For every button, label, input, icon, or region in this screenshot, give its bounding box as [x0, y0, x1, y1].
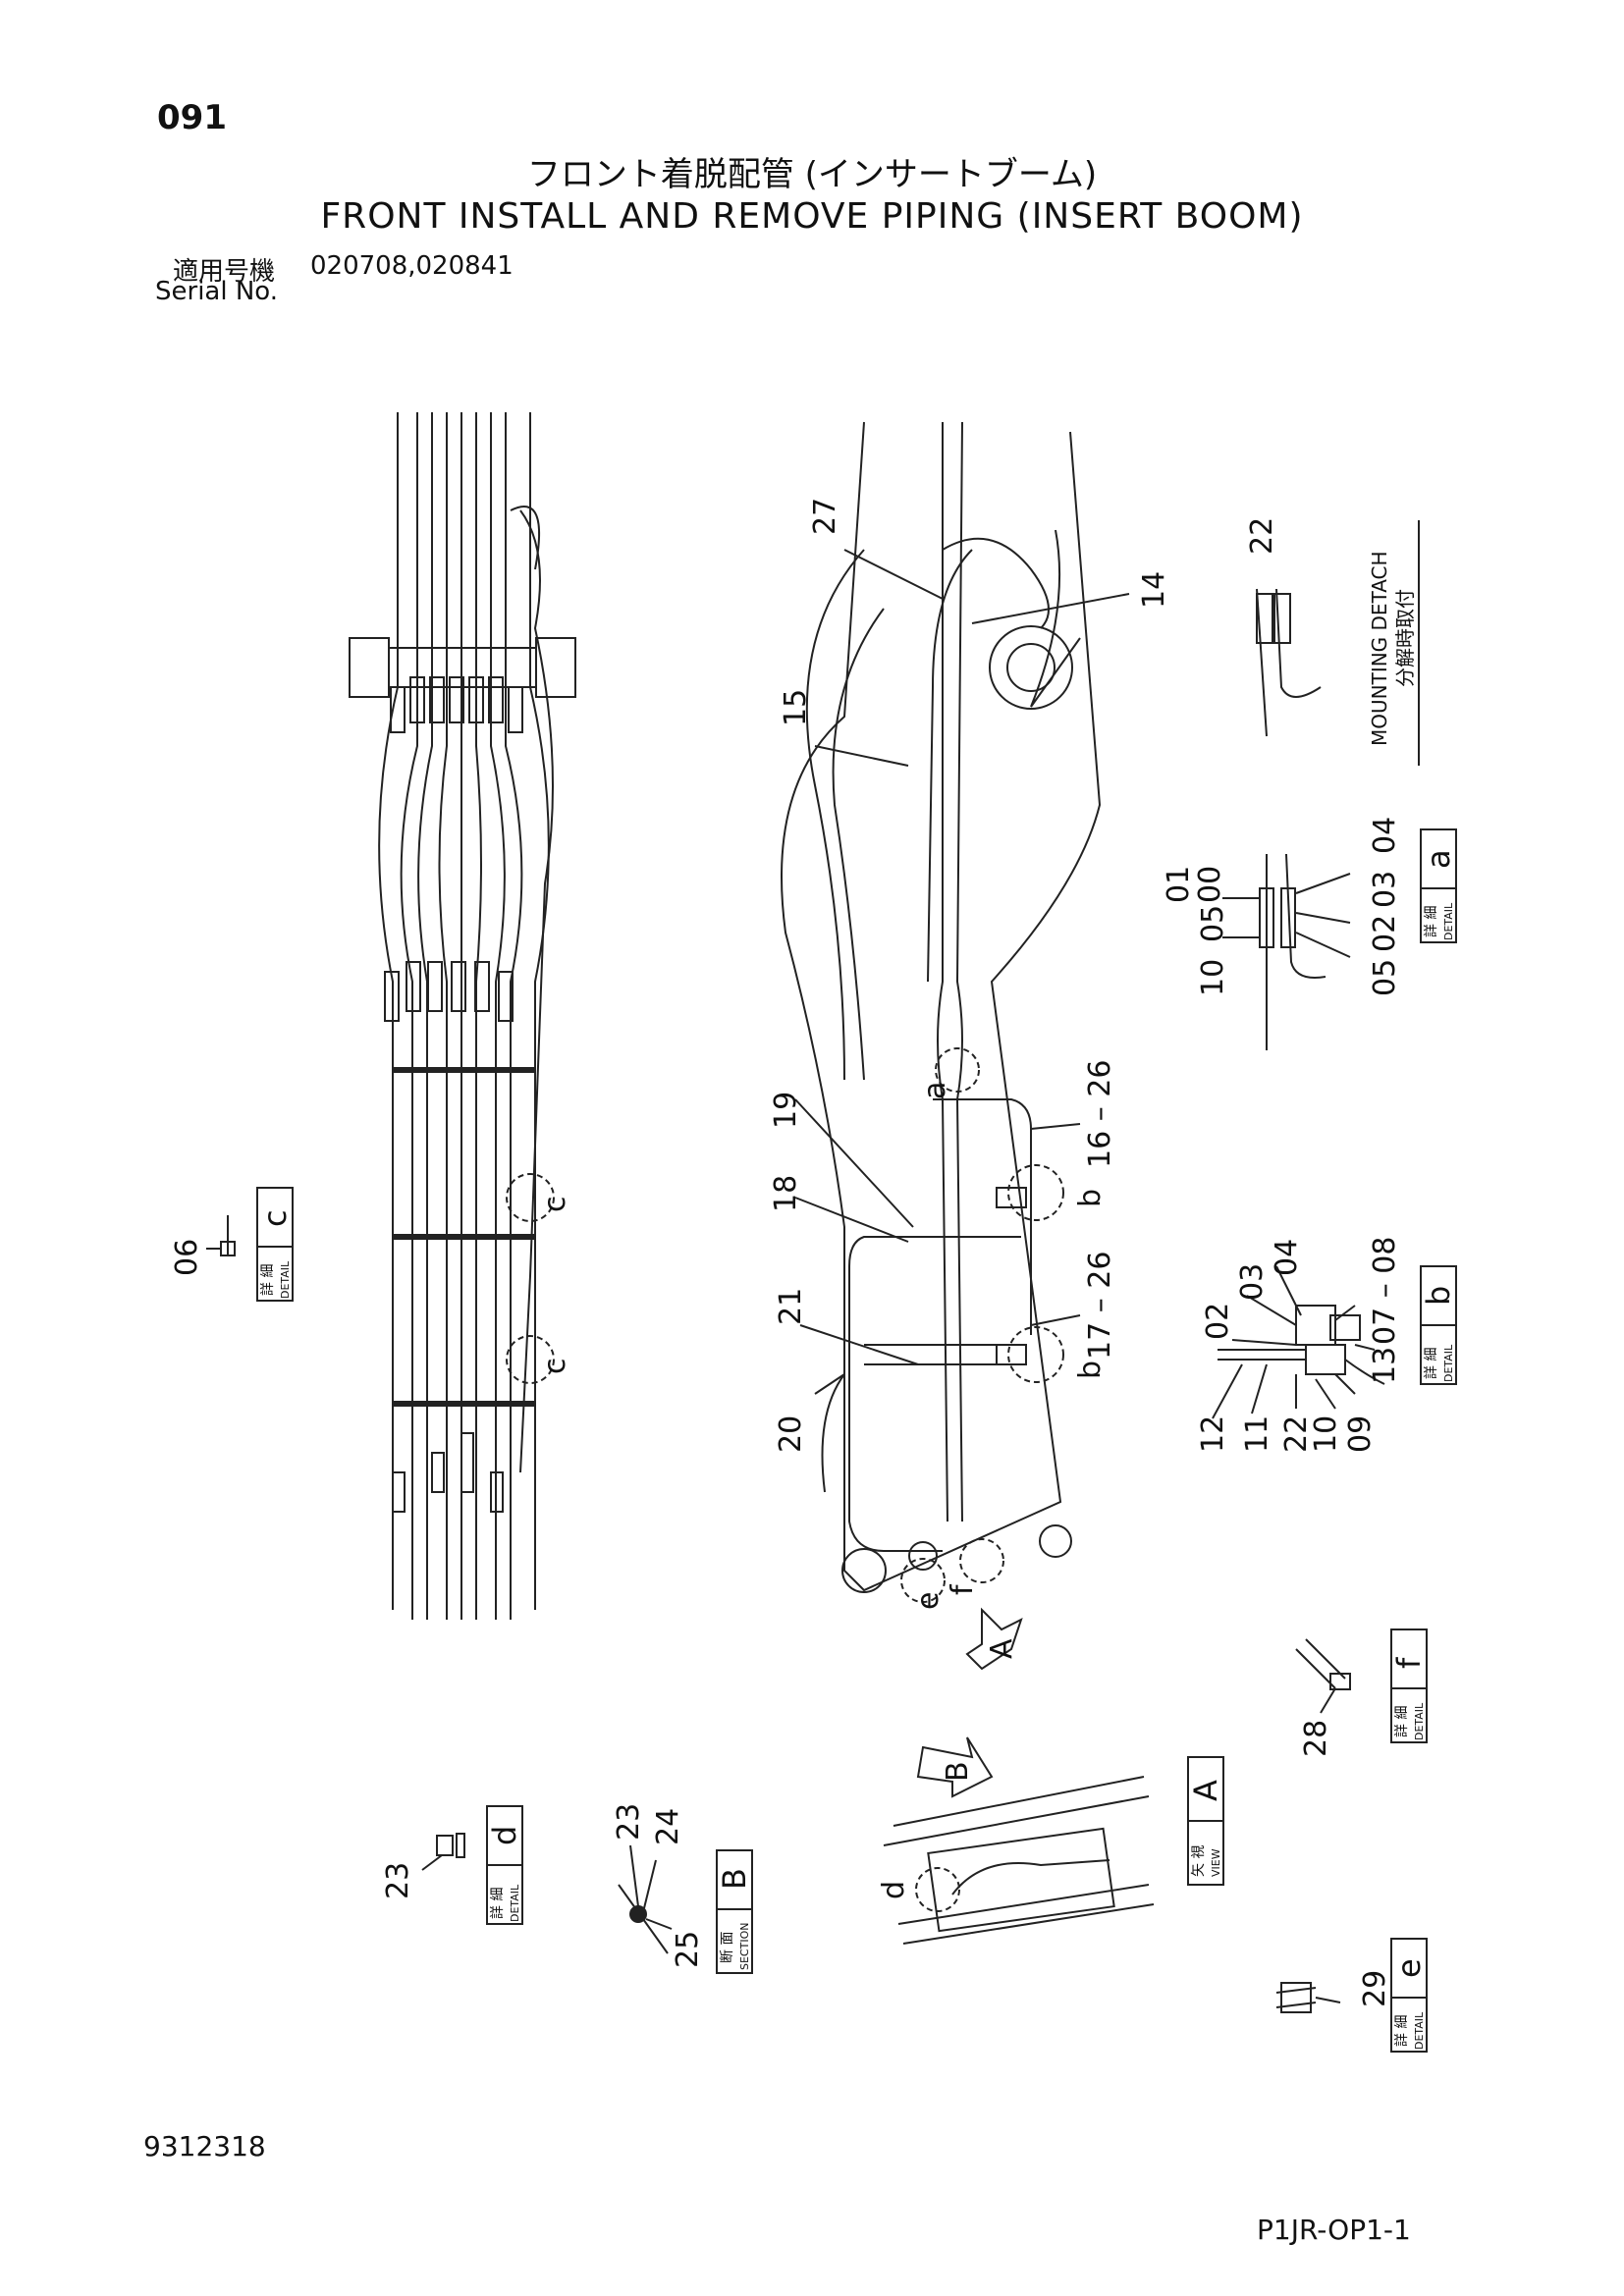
boom-top-view	[349, 412, 576, 1620]
callout-22: 22	[1245, 517, 1279, 555]
circle-label-c-lower: c	[538, 1359, 572, 1375]
callout-14: 14	[1137, 571, 1171, 609]
section-b-part-23: 23	[612, 1803, 646, 1841]
view-a-en: VIEW	[1210, 1848, 1222, 1877]
circle-label-d: d	[877, 1881, 911, 1899]
detail-e-sketch	[1275, 1982, 1341, 2013]
circle-label-c-upper: c	[538, 1197, 572, 1213]
detail-c-sketch	[206, 1215, 236, 1256]
detail-f-jp: 詳 細	[1394, 1706, 1410, 1737]
circle-label-b-lower: b	[1073, 1361, 1108, 1379]
detail-d-part-23: 23	[381, 1862, 415, 1899]
view-arrow-b-label: B	[941, 1761, 975, 1782]
detail-b-part-12: 12	[1196, 1415, 1230, 1453]
detail-a-part-05-right: 05	[1368, 959, 1402, 996]
view-a-jp: 矢 視	[1191, 1845, 1207, 1877]
detail-b-jp: 詳 細	[1424, 1348, 1439, 1379]
serial-label-japanese: 適用号機	[173, 257, 276, 287]
detail-f-en: DETAIL	[1413, 1702, 1426, 1740]
detail-c-jp: 詳 細	[260, 1264, 276, 1296]
callout-17: 17 – 26	[1083, 1252, 1117, 1360]
section-b-part-24: 24	[651, 1808, 685, 1845]
detail-a-part-01: 01	[1162, 866, 1196, 903]
detail-f-sketch	[1295, 1638, 1351, 1714]
detail-b-part-04: 04	[1270, 1239, 1304, 1276]
detail-b-sketch	[1212, 1265, 1385, 1419]
view-a-sketch	[883, 1776, 1155, 1945]
circle-label-f: f	[946, 1583, 980, 1595]
view-arrow-a	[965, 1607, 1023, 1671]
detail-b-part-07-08: 07 – 08	[1368, 1237, 1402, 1345]
detail-e-letter: e	[1390, 1958, 1428, 1978]
detail-b-part-02: 02	[1201, 1303, 1235, 1340]
serial-numbers: 020708,020841	[310, 251, 514, 281]
detail-b-part-09: 09	[1343, 1415, 1378, 1453]
callout-18: 18	[769, 1175, 803, 1212]
detail-e-part-29: 29	[1358, 1970, 1392, 2007]
view-arrow-b	[916, 1736, 994, 1798]
detail-d-sketch	[421, 1833, 465, 1871]
callout-27: 27	[808, 498, 842, 535]
serial-label-english: Serial No.	[155, 277, 278, 306]
detail-a-sketch	[1222, 853, 1351, 1050]
detail-a-jp: 詳 細	[1424, 906, 1439, 937]
circle-label-b-upper: b	[1073, 1189, 1108, 1207]
circle-label-e: e	[911, 1592, 946, 1610]
detail-a-part-10: 10	[1196, 959, 1230, 996]
section-b-en: SECTION	[738, 1923, 751, 1970]
detail-d-jp: 詳 細	[490, 1888, 506, 1919]
mounting-detach-label-jp: 分解時取付	[1393, 589, 1417, 687]
title-english: FRONT INSTALL AND REMOVE PIPING (INSERT …	[320, 196, 1304, 237]
mounting-detach-label-en: MOUNTING DETACH	[1368, 551, 1391, 746]
detail-b-part-13: 13	[1368, 1347, 1402, 1384]
callout-16: 16 – 26	[1083, 1060, 1117, 1168]
callout-20: 20	[774, 1415, 808, 1453]
callout-06: 06	[170, 1239, 204, 1276]
detail-a-part-02: 02	[1368, 915, 1402, 952]
callout-21: 21	[774, 1288, 808, 1325]
section-b-jp: 断 面	[720, 1932, 735, 1963]
callout-19: 19	[769, 1092, 803, 1129]
detail-c-en: DETAIL	[279, 1260, 292, 1299]
detail-a-part-04: 04	[1368, 817, 1402, 854]
detail-e-jp: 詳 細	[1394, 2015, 1410, 2047]
detail-a-part-03: 03	[1368, 871, 1402, 908]
detail-b-part-11: 11	[1240, 1415, 1274, 1453]
circle-label-a: a	[918, 1082, 952, 1099]
callout-15: 15	[779, 689, 813, 726]
boom-side-view	[781, 421, 1130, 1603]
section-b-part-25: 25	[671, 1931, 705, 1968]
page-number: 091	[157, 98, 227, 137]
detail-a-en: DETAIL	[1442, 902, 1455, 940]
detail-a-letter: a	[1420, 849, 1457, 869]
detail-a-part-00: 00	[1193, 866, 1227, 903]
detail-f-part-28: 28	[1299, 1720, 1333, 1757]
detail-b-letter: b	[1420, 1286, 1457, 1306]
detail-a-part-05-left: 05	[1196, 905, 1230, 942]
view-arrow-a-label: A	[985, 1638, 1019, 1659]
section-b-sketch	[618, 1844, 673, 1954]
title-japanese: フロント着脱配管 (インサートブーム)	[526, 155, 1098, 194]
view-a-letter: A	[1187, 1780, 1224, 1801]
detail-c-letter: c	[256, 1209, 294, 1227]
sheet-code: P1JR-OP1-1	[1257, 2214, 1411, 2246]
detail-f-letter: f	[1390, 1657, 1428, 1669]
detail-b-part-03: 03	[1235, 1263, 1270, 1301]
detail-d-letter: d	[486, 1826, 523, 1845]
detail-b-part-10: 10	[1309, 1415, 1343, 1453]
drawing-number: 9312318	[143, 2130, 266, 2163]
detail-d-en: DETAIL	[509, 1884, 521, 1922]
section-b-letter: B	[716, 1868, 753, 1890]
detail-b-en: DETAIL	[1442, 1344, 1455, 1382]
detail-b-part-22: 22	[1279, 1415, 1314, 1453]
detail-e-en: DETAIL	[1413, 2011, 1426, 2050]
mounting-detach-sketch	[1256, 520, 1420, 766]
